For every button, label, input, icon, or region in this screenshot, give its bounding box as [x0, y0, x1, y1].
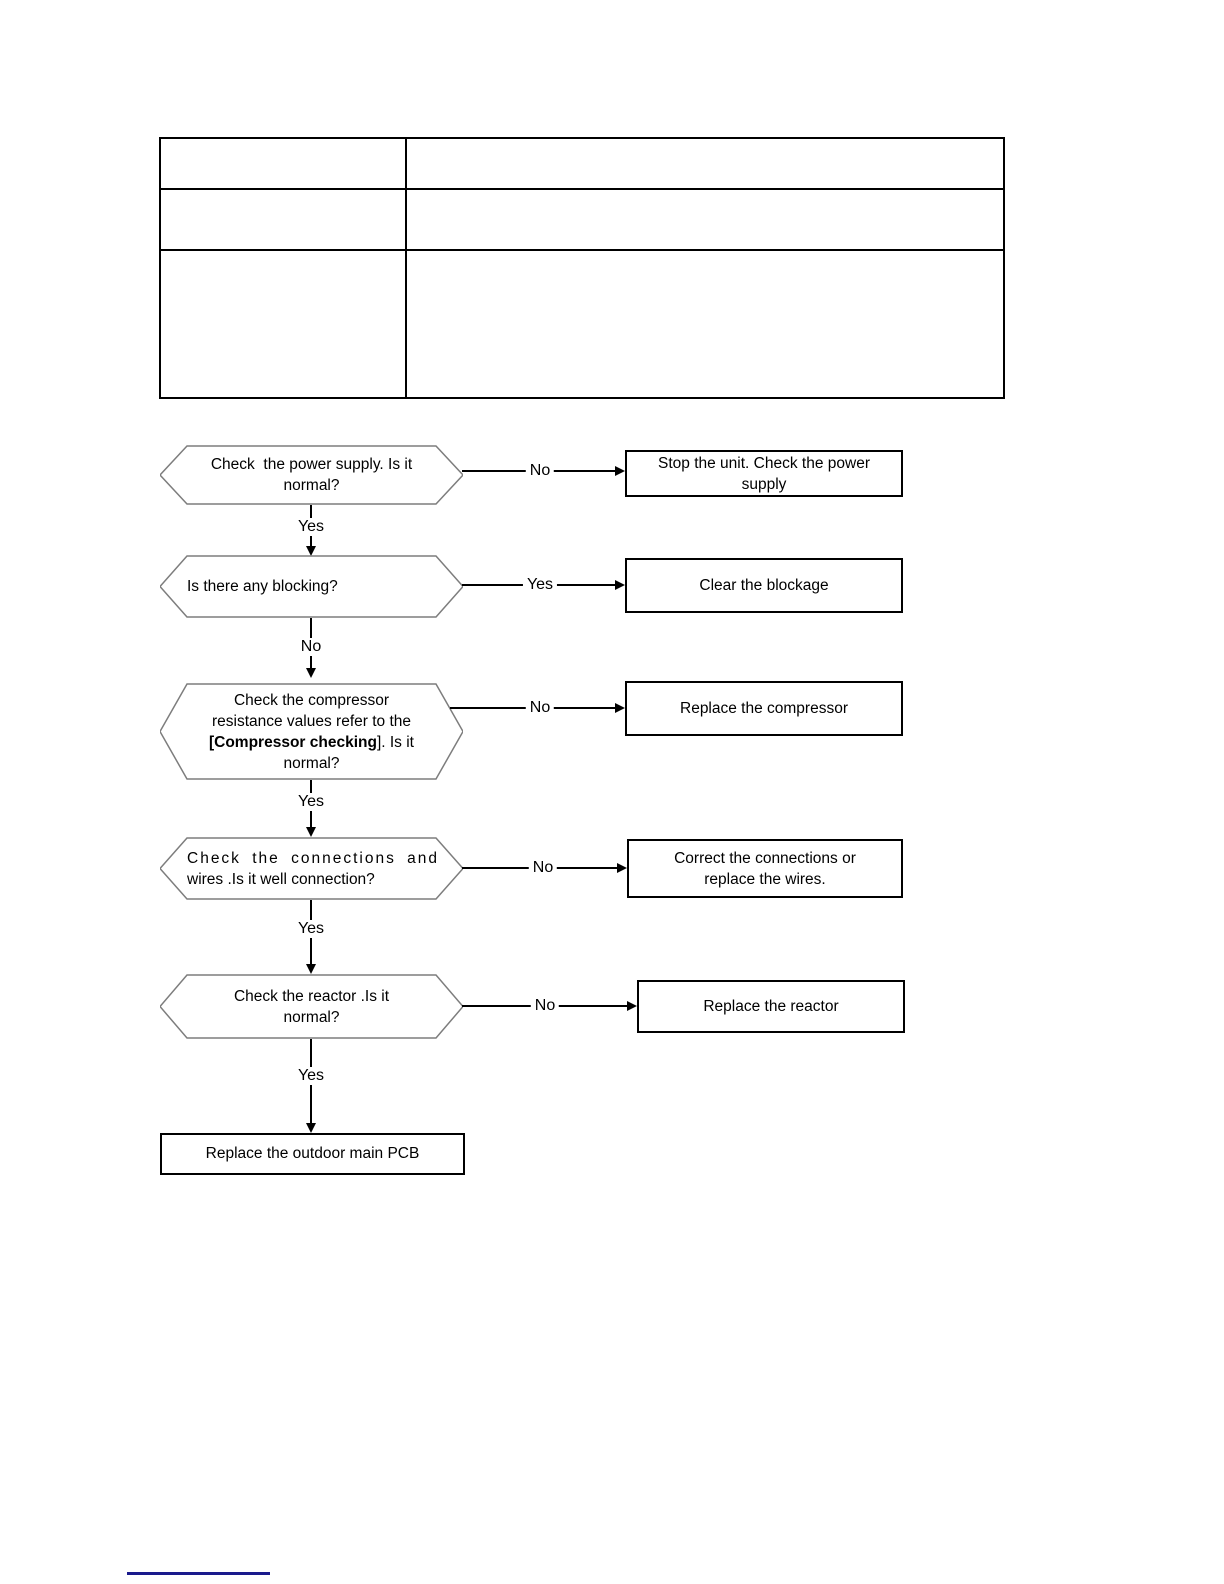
down-label: Yes [293, 1067, 329, 1085]
decision-blocking: Is there any blocking? [160, 555, 463, 618]
arrowhead-right [615, 580, 625, 590]
action-line: supply [741, 475, 787, 493]
decision-line: resistance values refer to the [211, 712, 412, 730]
action-line: Stop the unit. Check the power [658, 454, 870, 472]
table-cell [405, 249, 1005, 399]
branch-label: No [525, 462, 555, 480]
action-line: Correct the connections or [674, 849, 856, 867]
decision-power-supply: Check the power supply. Is it normal? [160, 445, 463, 505]
branch-label: Yes [522, 576, 558, 594]
decision-line: Check the connections and [187, 849, 439, 867]
down-label: Yes [293, 518, 329, 536]
table-cell [159, 249, 407, 399]
arrowhead-right [615, 703, 625, 713]
table-row [159, 249, 1005, 399]
action-line: replace the wires. [704, 870, 826, 888]
decision-text: Check the reactor .Is it normal? [160, 974, 463, 1039]
table-cell [159, 188, 407, 251]
footer-link-underline [127, 1572, 270, 1575]
arrowhead-down [306, 546, 316, 556]
decision-connections-wires: Check the connections and wires .Is it w… [160, 837, 463, 900]
table-cell [159, 137, 407, 190]
branch-label: No [530, 997, 560, 1015]
arrowhead-down [306, 1123, 316, 1133]
decision-line: wires .Is it well connection? [187, 870, 375, 888]
arrowhead-right [617, 863, 627, 873]
action-box-stop-unit: Stop the unit. Check the power supply [625, 450, 903, 497]
down-label: Yes [293, 793, 329, 811]
table-row [159, 137, 1005, 190]
decision-line: Is there any blocking? [187, 578, 338, 595]
action-line: Replace the compressor [680, 699, 848, 717]
hexagon-shape [160, 555, 463, 618]
branch-label: No [525, 699, 555, 717]
decision-line: [Compressor checking]. Is it [209, 732, 414, 753]
decision-text: Check the connections and wires .Is it w… [160, 837, 463, 900]
info-table [159, 137, 1005, 399]
decision-line: normal? [283, 754, 340, 772]
action-box-replace-pcb: Replace the outdoor main PCB [160, 1133, 465, 1175]
bold-reference: [Compressor checking [208, 733, 377, 751]
decision-text: Check the power supply. Is it normal? [160, 445, 463, 505]
table-cell [405, 188, 1005, 251]
decision-text: Check the compressor resistance values r… [160, 683, 463, 780]
action-box-clear-blockage: Clear the blockage [625, 558, 903, 613]
branch-label: No [528, 859, 558, 877]
action-line: Replace the outdoor main PCB [205, 1145, 420, 1162]
decision-line: Check the power supply. Is it [210, 456, 413, 473]
table-cell [405, 137, 1005, 190]
arrowhead-down [306, 964, 316, 974]
action-line: Clear the blockage [699, 576, 829, 594]
hexagon-shape [160, 445, 463, 505]
down-label: Yes [293, 920, 329, 938]
hexagon-shape [160, 837, 463, 900]
arrowhead-down [306, 827, 316, 837]
action-box-correct-connections: Correct the connections or replace the w… [627, 839, 903, 898]
arrowhead-right [615, 466, 625, 476]
arrowhead-right [627, 1001, 637, 1011]
decision-compressor-resistance: Check the compressor resistance values r… [160, 683, 463, 780]
decision-line: Check the reactor .Is it [233, 987, 390, 1005]
action-line: Replace the reactor [703, 997, 839, 1015]
decision-line: normal? [283, 477, 340, 494]
decision-text: Is there any blocking? [160, 555, 463, 618]
arrowhead-down [306, 668, 316, 678]
table-row [159, 188, 1005, 251]
decision-line: Check the compressor [233, 691, 390, 709]
decision-line: normal? [283, 1008, 340, 1026]
action-box-replace-reactor: Replace the reactor [637, 980, 905, 1033]
hexagon-shape [160, 683, 463, 780]
decision-reactor: Check the reactor .Is it normal? [160, 974, 463, 1039]
down-label: No [296, 638, 326, 656]
hexagon-shape [160, 974, 463, 1039]
decision-line-rest: ]. Is it [376, 733, 414, 751]
action-box-replace-compressor: Replace the compressor [625, 681, 903, 736]
